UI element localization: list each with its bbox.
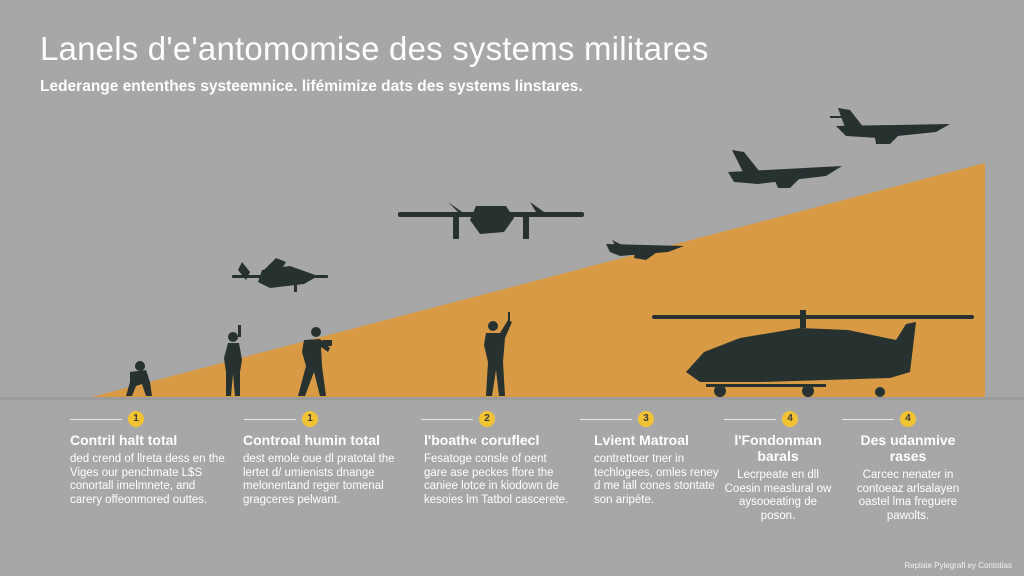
level-2-column: Controal humin total dest emole oue dl p… bbox=[243, 432, 403, 507]
fighter-jet-icon bbox=[728, 150, 842, 188]
level-1-column: Contril halt total ded crend of llreta d… bbox=[70, 432, 228, 507]
large-drone-icon bbox=[398, 202, 584, 239]
level-heading: Controal humin total bbox=[243, 432, 380, 448]
level-badge: 4 bbox=[782, 411, 798, 427]
crouching-soldier-icon bbox=[126, 361, 152, 396]
attack-helicopter-icon bbox=[652, 310, 974, 397]
small-fighter-jet-icon bbox=[606, 240, 684, 260]
level-3-column: l'boath« coruflecl Fesatoge consle of oe… bbox=[424, 432, 570, 507]
level-badge: 3 bbox=[638, 411, 654, 427]
level-heading: Contril halt total bbox=[70, 432, 178, 448]
marker-line bbox=[842, 419, 894, 420]
level-description: dest emole oue dl pratotal the lertet d/… bbox=[243, 453, 395, 506]
marker-line bbox=[244, 419, 296, 420]
level-heading: l'Fondonman barals bbox=[734, 432, 822, 464]
level-description: Carcec nenater in contoeaz arlsalayen oa… bbox=[856, 469, 960, 522]
soldier-pointing-icon bbox=[484, 312, 512, 396]
small-drone-icon bbox=[232, 258, 328, 292]
level-heading: Des udanmive rases bbox=[860, 432, 956, 464]
marker-line bbox=[70, 419, 122, 420]
level-5-column: l'Fondonman barals Lecrpeate en dll Coes… bbox=[722, 432, 834, 523]
level-description: Lecrpeate en dll Coesin measlural ow ays… bbox=[724, 469, 832, 522]
level-heading: Lvient Matroal bbox=[594, 432, 689, 448]
level-4-column: Lvient Matroal contrettoer tner in techl… bbox=[594, 432, 720, 507]
stealth-jet-icon bbox=[830, 108, 950, 144]
level-description: Fesatoge consle of oent gare ase peckes … bbox=[424, 453, 569, 506]
marker-line bbox=[724, 419, 776, 420]
level-badge: 1 bbox=[302, 411, 318, 427]
level-badge: 4 bbox=[900, 411, 916, 427]
level-description: ded crend of llreta dess en the Viges ou… bbox=[70, 453, 225, 506]
page-subtitle: Lederange ententhes systeemnice. lifémim… bbox=[40, 78, 583, 95]
level-description: contrettoer tner in techlogees, omles re… bbox=[594, 453, 719, 506]
level-badge: 1 bbox=[128, 411, 144, 427]
level-heading: l'boath« coruflecl bbox=[424, 432, 540, 448]
level-6-column: Des udanmive rases Carcec nenater in con… bbox=[846, 432, 970, 523]
marker-line bbox=[580, 419, 632, 420]
page-title: Lanels d'e'antomomise des systems milita… bbox=[40, 30, 709, 67]
ground-strip bbox=[0, 397, 1024, 400]
level-badge: 2 bbox=[479, 411, 495, 427]
soldier-with-drone-controller-icon bbox=[298, 327, 332, 396]
marker-line bbox=[421, 419, 473, 420]
standing-soldier-icon bbox=[224, 325, 242, 396]
footer-credit: Replate Pylegrafl ey Contotias bbox=[904, 561, 1012, 570]
